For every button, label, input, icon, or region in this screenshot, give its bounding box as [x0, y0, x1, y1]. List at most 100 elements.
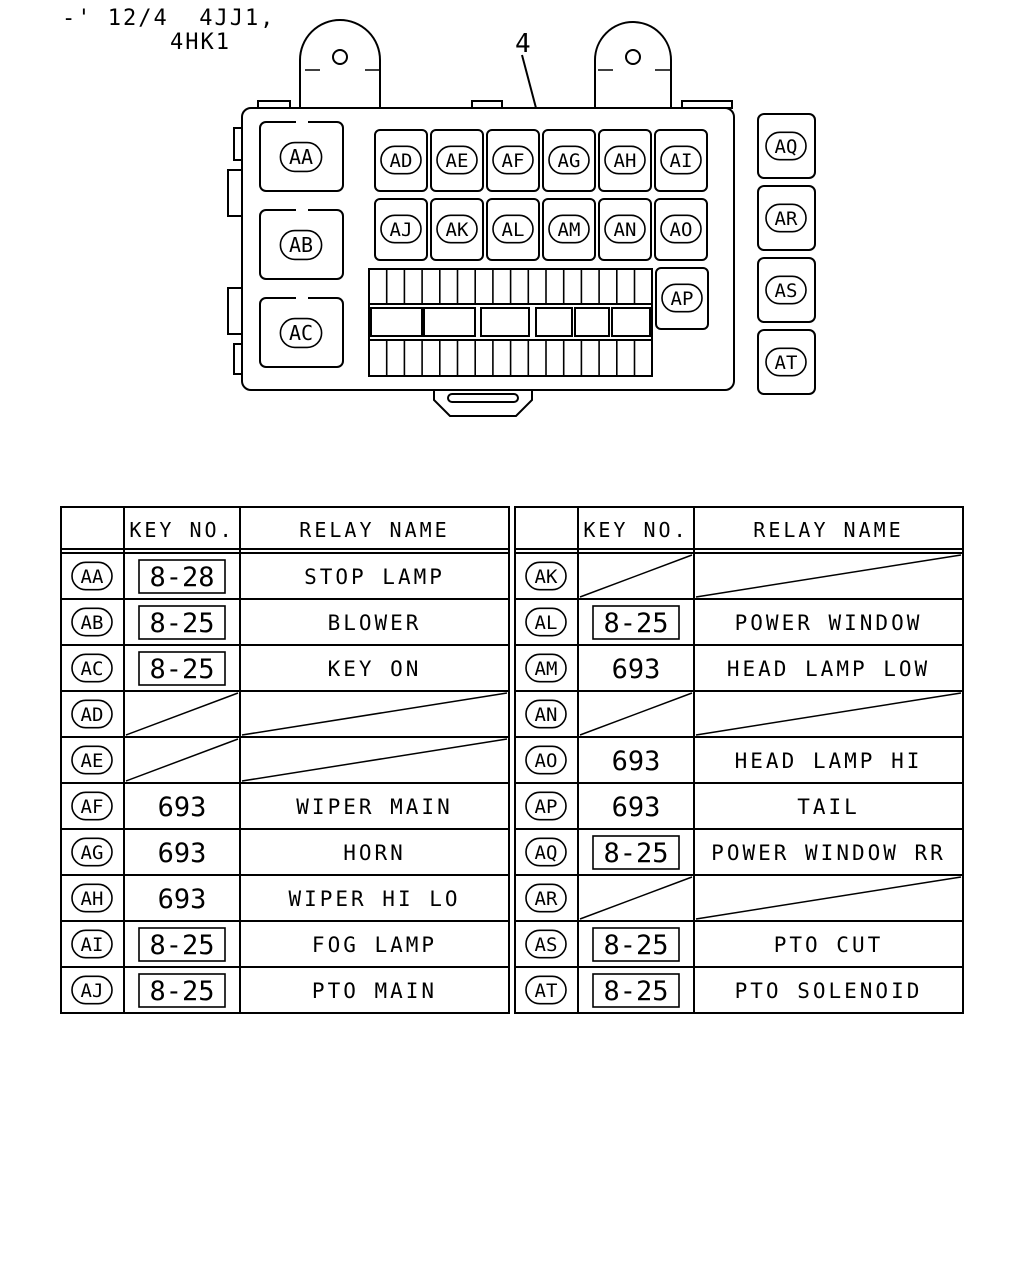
relay-ab-label: AB — [289, 233, 313, 257]
row-id-am-badge — [525, 653, 567, 683]
row-id-ac-badge — [71, 653, 113, 683]
relay-slot-af: AF — [486, 129, 540, 192]
key-no-value: 693 — [612, 654, 661, 685]
bottom-connector — [433, 390, 533, 417]
empty-name-slash — [695, 554, 962, 598]
relay-slot-ah: AH — [598, 129, 652, 192]
row-id-ac-label: AC — [81, 658, 104, 680]
relay-slot-ak: AK — [430, 198, 484, 261]
fuse-block — [368, 268, 654, 377]
mount-tab-right — [594, 21, 672, 108]
row-id-aa-badge — [71, 561, 113, 591]
key-no-value: 8-25 — [149, 608, 214, 639]
relay-name-value: TAIL — [797, 795, 860, 819]
key-no-value: 8-25 — [603, 838, 668, 869]
relay-slot-ap: AP — [655, 267, 709, 330]
key-no-value: 8-25 — [603, 976, 668, 1007]
relay-al-badge — [492, 214, 534, 244]
relay-ar-badge — [765, 203, 807, 233]
table-row-an: AN — [515, 690, 963, 736]
table-row-ad: AD — [61, 690, 509, 736]
empty-name-slash — [695, 876, 962, 920]
relay-aq-badge — [765, 131, 807, 161]
row-id-af-label: AF — [81, 796, 104, 818]
key-no-value: 693 — [612, 792, 661, 823]
relay-slot-aj: AJ — [374, 198, 428, 261]
key-no-value: 8-25 — [149, 654, 214, 685]
relay-ag-badge — [548, 145, 590, 175]
key-no-box — [592, 605, 680, 640]
relay-aq-label: AQ — [775, 136, 798, 158]
relay-name-value: KEY ON — [328, 657, 422, 681]
key-no-value: 8-28 — [149, 562, 214, 593]
relay-name-value: PTO SOLENOID — [735, 979, 923, 1003]
relay-ao-badge — [660, 214, 702, 244]
relay-name-value: PTO CUT — [774, 933, 884, 957]
empty-key-slash — [579, 554, 693, 598]
row-id-ai-badge — [71, 929, 113, 959]
row-id-al-badge — [525, 607, 567, 637]
row-id-as-label: AS — [535, 934, 558, 956]
table-row-ar: AR — [515, 874, 963, 920]
row-id-at-label: AT — [535, 980, 558, 1002]
key-no-box — [592, 835, 680, 870]
relay-name-value: PTO MAIN — [312, 979, 437, 1003]
relay-slot-am: AM — [542, 198, 596, 261]
key-no-box — [138, 559, 226, 594]
row-id-af-badge — [71, 791, 113, 821]
relay-ai-label: AI — [670, 150, 693, 172]
relay-external-at: AT — [757, 329, 816, 395]
relay-ab-badge — [279, 229, 323, 261]
relay-name-value: WIPER MAIN — [296, 795, 452, 819]
header-relay-name: RELAY NAME — [299, 518, 449, 542]
relay-at-label: AT — [775, 352, 798, 374]
row-id-aj-label: AJ — [81, 980, 104, 1002]
row-id-al-label: AL — [535, 612, 558, 634]
relay-slot-an: AN — [598, 198, 652, 261]
relay-am-badge — [548, 214, 590, 244]
table-row-ae: AE — [61, 736, 509, 782]
callout-number: 4 — [515, 29, 531, 59]
relay-ad-label: AD — [390, 150, 413, 172]
row-id-aj-badge — [71, 975, 113, 1005]
relay-name-value: FOG LAMP — [312, 933, 437, 957]
fuse-slot-3 — [480, 307, 530, 337]
row-id-an-badge — [525, 699, 567, 729]
row-id-ak-label: AK — [535, 566, 558, 588]
header-key-no: KEY NO. — [583, 518, 688, 542]
row-id-ah-label: AH — [81, 888, 104, 910]
relay-slot-aa: AA — [259, 120, 344, 192]
relay-ap-badge — [661, 283, 703, 313]
empty-key-slash — [579, 876, 693, 920]
relay-name-value: STOP LAMP — [304, 565, 445, 589]
empty-key-slash — [125, 738, 239, 782]
row-id-ae-label: AE — [81, 750, 104, 772]
relay-al-label: AL — [502, 219, 525, 241]
relay-ae-badge — [436, 145, 478, 175]
key-no-box — [138, 927, 226, 962]
relay-an-label: AN — [614, 219, 637, 241]
mount-hole-left — [332, 49, 348, 65]
key-no-value: 8-25 — [603, 608, 668, 639]
row-id-ag-label: AG — [81, 842, 104, 864]
empty-name-slash — [241, 738, 508, 782]
fuse-box-housing — [241, 107, 735, 391]
table-row-ak: AK — [525, 554, 962, 598]
fuse-slot-5 — [574, 307, 610, 337]
header-key-no: KEY NO. — [129, 518, 234, 542]
table-row-at: AT 8-25 PTO SOLENOID — [515, 966, 963, 1008]
header-relay-name: RELAY NAME — [753, 518, 903, 542]
key-no-value: 693 — [612, 746, 661, 777]
relay-aj-badge — [380, 214, 422, 244]
relay-at-badge — [765, 347, 807, 377]
relay-name-value: HEAD LAMP HI — [735, 749, 923, 773]
row-id-aq-badge — [525, 837, 567, 867]
relay-name-value: HORN — [343, 841, 406, 865]
relay-name-value: WIPER HI LO — [288, 887, 460, 911]
relay-slot-ag: AG — [542, 129, 596, 192]
